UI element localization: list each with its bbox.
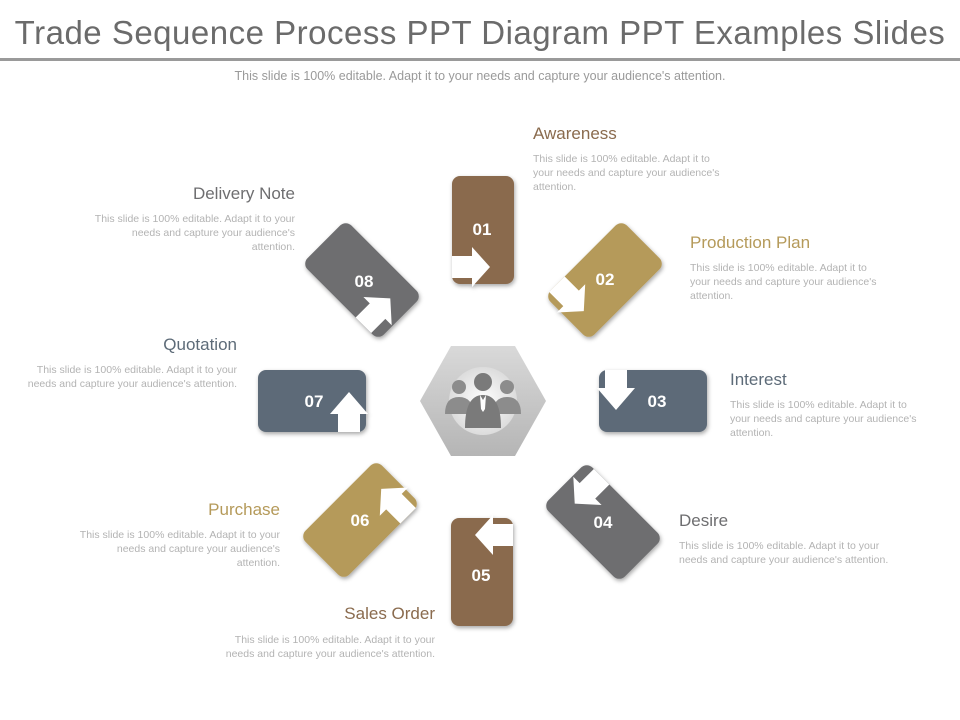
step-label-desire: Desire	[679, 511, 729, 530]
page-subtitle: This slide is 100% editable. Adapt it to…	[234, 69, 726, 83]
step-number-04: 04	[594, 513, 613, 532]
step-desc-delivery-note: This slide is 100% editable. Adapt it to…	[94, 213, 295, 253]
arrow-up-right-icon	[379, 487, 416, 524]
step-desc-purchase: This slide is 100% editable. Adapt it to…	[79, 529, 280, 569]
step-number-01: 01	[473, 220, 492, 239]
step-desc-interest: This slide is 100% editable. Adapt it to…	[730, 399, 917, 439]
step-node-07: 07	[258, 370, 368, 432]
step-number-05: 05	[472, 566, 491, 585]
arrow-down-left-icon	[549, 276, 586, 313]
arrow-right-icon	[452, 247, 490, 287]
step-label-production-plan: Production Plan	[690, 233, 811, 252]
step-node-05: 05	[451, 515, 513, 626]
page-title: Trade Sequence Process PPT Diagram PPT E…	[14, 14, 946, 51]
step-label-interest: Interest	[730, 370, 787, 389]
arrow-up-icon	[330, 392, 368, 432]
step-number-03: 03	[648, 392, 667, 411]
step-number-07: 07	[305, 392, 324, 411]
step-desc-quotation: This slide is 100% editable. Adapt it to…	[27, 364, 237, 390]
arrow-down-icon	[597, 370, 635, 410]
step-node-08: 08	[305, 223, 419, 337]
step-label-delivery-note: Delivery Note	[192, 184, 295, 203]
step-node-03: 03	[597, 370, 707, 432]
step-label-quotation: Quotation	[163, 335, 237, 354]
step-node-06: 06	[303, 463, 417, 577]
step-node-01: 01	[452, 176, 514, 287]
arrow-up-right-icon	[355, 296, 392, 334]
arrow-up-left-icon	[573, 468, 610, 506]
step-number-02: 02	[596, 270, 615, 289]
center-hexagon	[420, 346, 546, 456]
people-group-icon	[445, 373, 521, 428]
step-number-06: 06	[351, 511, 370, 530]
step-desc-desire: This slide is 100% editable. Adapt it to…	[679, 540, 889, 566]
step-desc-awareness: This slide is 100% editable. Adapt it to…	[533, 153, 720, 193]
arrow-left-icon	[475, 515, 513, 555]
title-divider	[0, 58, 960, 61]
step-label-sales-order: Sales Order	[344, 604, 435, 623]
step-number-08: 08	[355, 272, 374, 291]
step-label-purchase: Purchase	[208, 500, 280, 519]
step-desc-sales-order: This slide is 100% editable. Adapt it to…	[225, 634, 435, 660]
step-node-04: 04	[546, 465, 660, 579]
step-label-awareness: Awareness	[533, 124, 617, 143]
step-node-02: 02	[548, 223, 662, 337]
step-desc-production-plan: This slide is 100% editable. Adapt it to…	[690, 262, 877, 302]
